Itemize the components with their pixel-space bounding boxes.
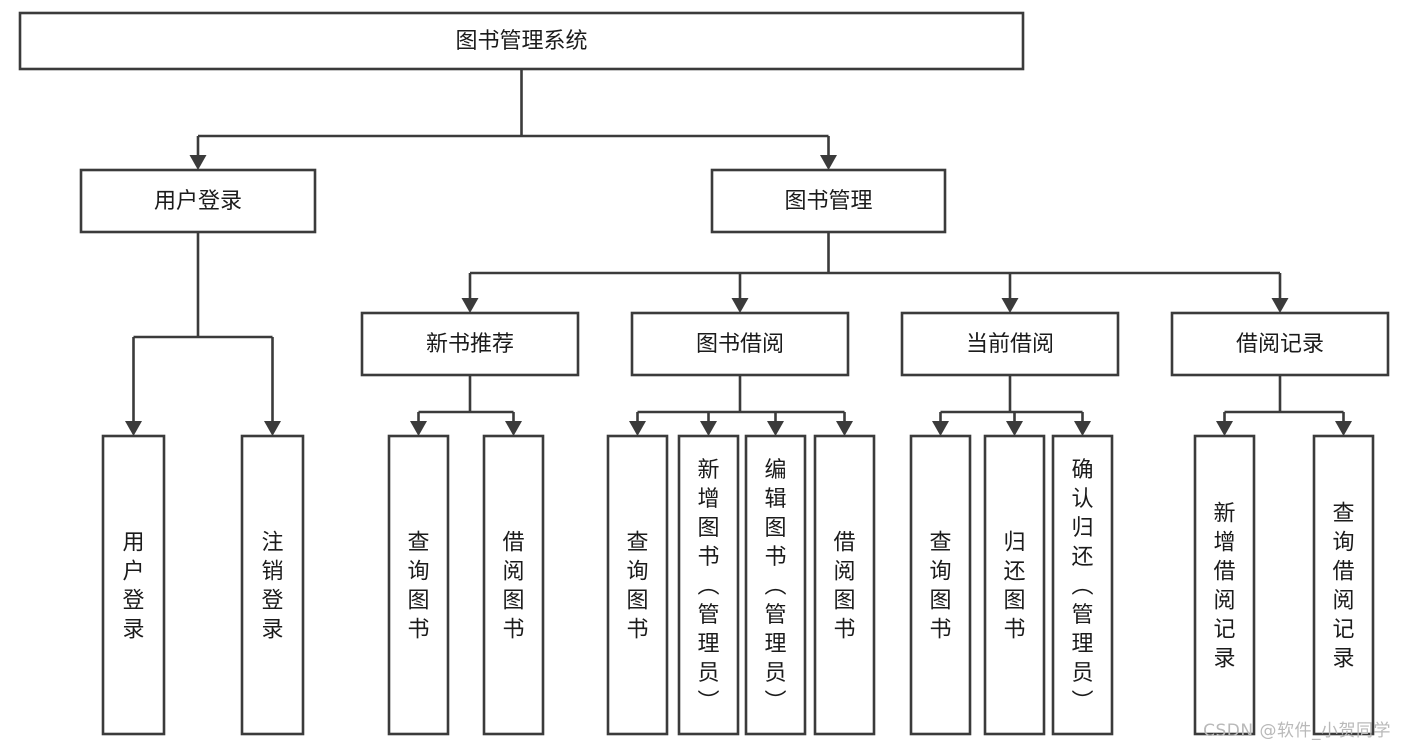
level2-node-0-rect[interactable]	[79, 168, 317, 234]
level3-node-0-label: 新书推荐	[426, 332, 514, 357]
level2-node-1[interactable]: 图书管理	[710, 168, 947, 234]
level3-node-2-label: 当前借阅	[966, 332, 1054, 357]
leaf-node-0-rect[interactable]	[101, 434, 166, 736]
root-node-book-management-system[interactable]: 图书管理系统	[18, 11, 1025, 71]
leaf-node-10-rect[interactable]	[1051, 434, 1114, 736]
level3-node-2[interactable]: 当前借阅	[900, 311, 1120, 377]
leaf-node-6[interactable]: 编辑图书︵管理员︶	[744, 434, 807, 736]
leaf-node-1-label: 注销登录	[261, 531, 283, 643]
leaf-node-12-label: 查询借阅记录	[1332, 502, 1354, 672]
level3-node-0-rect[interactable]	[360, 311, 580, 377]
arrow-head-3-0	[932, 421, 949, 436]
leaf-node-8-rect[interactable]	[909, 434, 972, 736]
node-layer: 图书管理系统用户登录图书管理新书推荐图书借阅当前借阅借阅记录用户登录注销登录查询…	[18, 11, 1390, 736]
root-node-book-management-system-label: 图书管理系统	[455, 29, 587, 54]
leaf-node-8-label: 查询图书	[929, 531, 951, 643]
arrow-head-root-1	[820, 155, 837, 170]
leaf-node-10-label: 确认归还︵管理员︶	[1071, 458, 1093, 715]
root-node-book-management-system-rect[interactable]	[18, 11, 1025, 71]
arrow-head-manage-2	[1001, 298, 1019, 313]
arrow-head-4-1	[1335, 421, 1352, 436]
leaf-node-5-label: 新增图书︵管理员︶	[697, 458, 719, 715]
leaf-node-7-rect[interactable]	[813, 434, 876, 736]
leaf-node-2[interactable]: 查询图书	[387, 434, 450, 736]
arrow-head-manage-1	[731, 298, 749, 313]
level2-node-1-label: 图书管理	[784, 189, 872, 214]
leaf-node-7[interactable]: 借阅图书	[813, 434, 876, 736]
leaf-node-11[interactable]: 新增借阅记录	[1193, 434, 1256, 736]
leaf-node-3[interactable]: 借阅图书	[482, 434, 545, 736]
arrow-head-0-0	[125, 421, 142, 436]
leaf-node-4[interactable]: 查询图书	[606, 434, 669, 736]
leaf-node-0[interactable]: 用户登录	[101, 434, 166, 736]
leaf-node-5[interactable]: 新增图书︵管理员︶	[677, 434, 740, 736]
arrow-head-root-0	[189, 155, 207, 170]
arrow-head-2-3	[836, 421, 853, 436]
level2-node-0-label: 用户登录	[154, 189, 242, 214]
leaf-node-11-rect[interactable]	[1193, 434, 1256, 736]
leaf-node-1[interactable]: 注销登录	[240, 434, 305, 736]
leaf-node-6-label: 编辑图书︵管理员︶	[764, 458, 786, 715]
leaf-node-9[interactable]: 归还图书	[983, 434, 1046, 736]
arrow-head-2-0	[629, 421, 646, 436]
arrow-head-1-0	[410, 421, 427, 436]
leaf-node-9-rect[interactable]	[983, 434, 1046, 736]
arrow-head-4-0	[1216, 421, 1233, 436]
level3-node-1[interactable]: 图书借阅	[630, 311, 850, 377]
leaf-node-10[interactable]: 确认归还︵管理员︶	[1051, 434, 1114, 736]
leaf-node-3-rect[interactable]	[482, 434, 545, 736]
arrow-head-manage-0	[461, 298, 479, 313]
leaf-node-12[interactable]: 查询借阅记录	[1312, 434, 1375, 736]
arrow-head-2-1	[700, 421, 717, 436]
arrow-head-0-1	[264, 421, 281, 436]
level3-node-2-rect[interactable]	[900, 311, 1120, 377]
level3-node-3-rect[interactable]	[1170, 311, 1390, 377]
arrow-head-3-1	[1006, 421, 1023, 436]
leaf-node-6-rect[interactable]	[744, 434, 807, 736]
arrow-head-3-2	[1074, 421, 1091, 436]
leaf-node-1-rect[interactable]	[240, 434, 305, 736]
leaf-node-0-label: 用户登录	[122, 531, 144, 643]
level2-node-1-rect[interactable]	[710, 168, 947, 234]
level3-node-1-rect[interactable]	[630, 311, 850, 377]
leaf-node-7-label: 借阅图书	[833, 531, 855, 643]
level2-node-0[interactable]: 用户登录	[79, 168, 317, 234]
connector-layer	[125, 69, 1352, 436]
leaf-node-3-label: 借阅图书	[502, 531, 524, 643]
level3-node-0[interactable]: 新书推荐	[360, 311, 580, 377]
leaf-node-11-label: 新增借阅记录	[1213, 502, 1235, 672]
leaf-node-8[interactable]: 查询图书	[909, 434, 972, 736]
leaf-node-2-label: 查询图书	[407, 531, 429, 643]
leaf-node-9-label: 归还图书	[1003, 531, 1025, 643]
leaf-node-12-rect[interactable]	[1312, 434, 1375, 736]
leaf-node-2-rect[interactable]	[387, 434, 450, 736]
leaf-node-4-label: 查询图书	[626, 531, 648, 643]
arrow-head-1-1	[505, 421, 522, 436]
leaf-node-4-rect[interactable]	[606, 434, 669, 736]
leaf-node-5-rect[interactable]	[677, 434, 740, 736]
level3-node-1-label: 图书借阅	[696, 332, 784, 357]
level3-node-3-label: 借阅记录	[1236, 332, 1324, 357]
level3-node-3[interactable]: 借阅记录	[1170, 311, 1390, 377]
arrow-head-2-2	[767, 421, 784, 436]
arrow-head-manage-3	[1271, 298, 1289, 313]
